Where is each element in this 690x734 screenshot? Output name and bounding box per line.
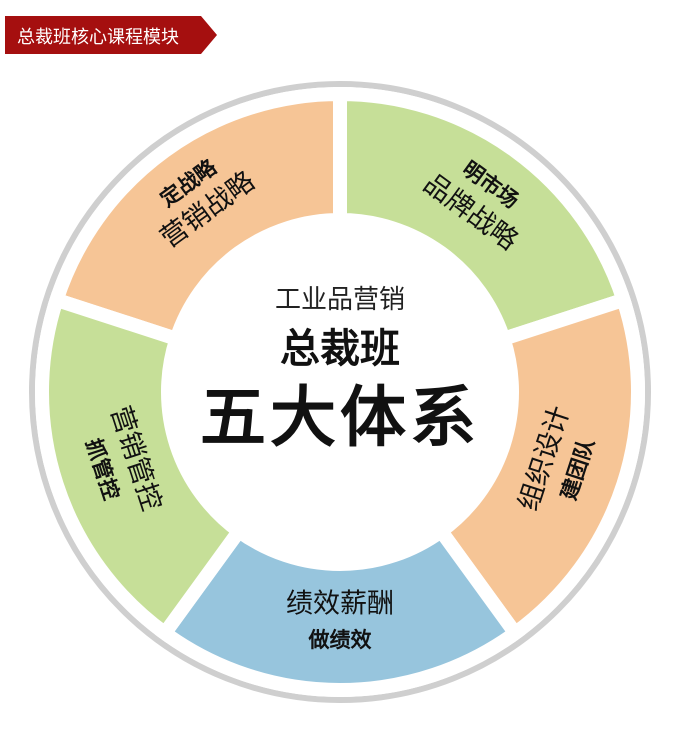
outer-ring: [29, 81, 651, 703]
performance-pay-name-label: 绩效薪酬: [286, 589, 394, 620]
segment-marketing-strategy: [47, 86, 347, 348]
banner-arrow-shape: [5, 16, 217, 54]
segment-marketing-control: [35, 291, 249, 643]
center-headline: 五大体系: [200, 379, 480, 456]
section-banner: 总裁班核心课程模块: [5, 16, 217, 54]
center-subtitle: 工业品营销: [275, 285, 405, 315]
segment-performance-pay: [155, 521, 525, 697]
performance-pay-action-label: 做绩效: [308, 628, 372, 652]
segment-brand-strategy: [333, 86, 633, 348]
center-title: 总裁班: [280, 326, 400, 372]
banner-title: 总裁班核心课程模块: [17, 27, 179, 48]
segment-org-design: [431, 291, 645, 643]
